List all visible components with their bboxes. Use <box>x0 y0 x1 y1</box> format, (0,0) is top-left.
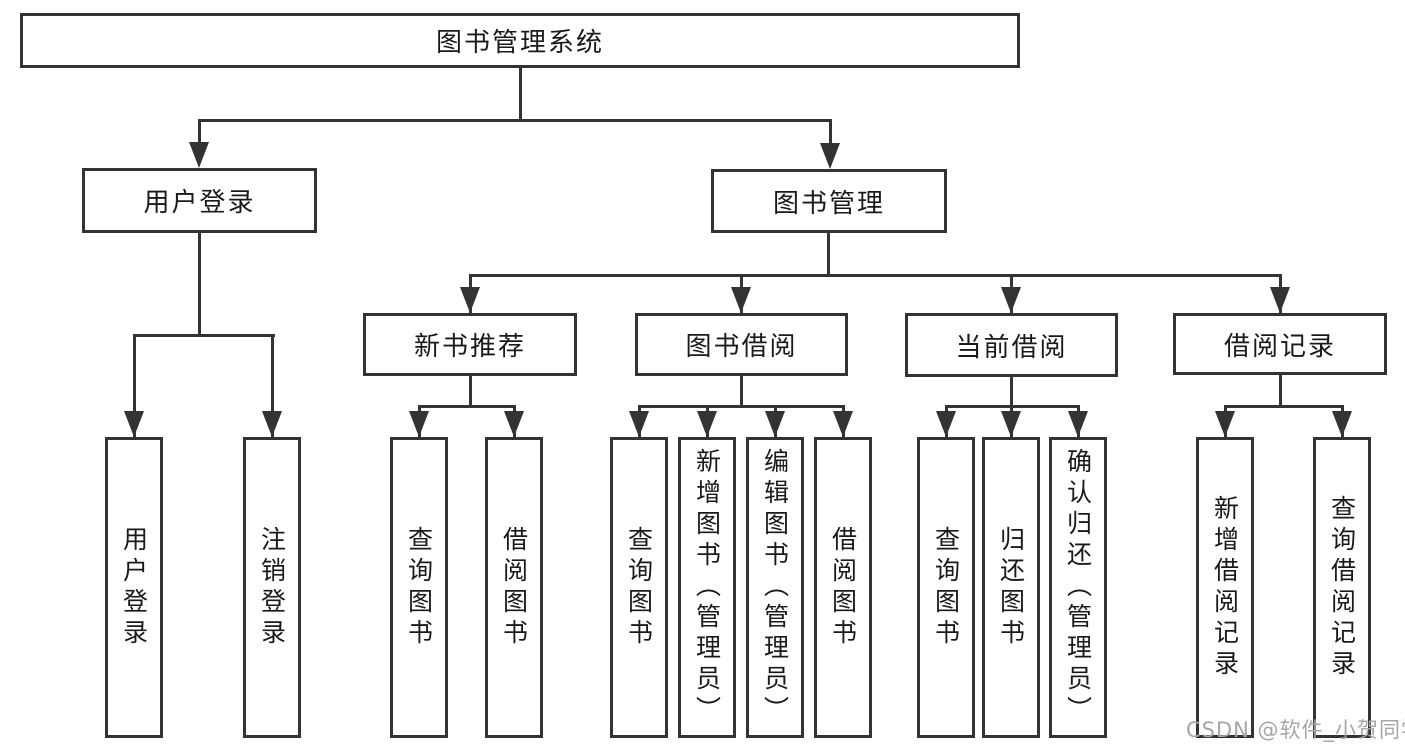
connector-line <box>638 405 845 408</box>
arrowhead <box>820 143 840 169</box>
node-label: 注销登录 <box>257 525 287 650</box>
node-leaf-borrow-books-borrowing: 借阅图书 <box>814 437 872 738</box>
node-label: 新增图书（管理员） <box>692 448 722 727</box>
connector-line <box>1224 405 1343 408</box>
arrowhead <box>731 287 751 313</box>
arrowhead <box>1270 287 1290 313</box>
node-borrowing-records: 借阅记录 <box>1173 313 1387 375</box>
node-label: 查询图书 <box>624 525 654 650</box>
node-leaf-query-borrow-record: 查询借阅记录 <box>1313 437 1371 738</box>
arrowhead <box>629 411 649 437</box>
node-label: 确认归还（管理员） <box>1063 448 1093 727</box>
connector-line <box>133 334 136 437</box>
connector-line <box>1010 377 1013 407</box>
node-label: 借阅图书 <box>828 525 858 650</box>
node-label: 查询借阅记录 <box>1327 494 1357 681</box>
node-user-login: 用户登录 <box>82 168 317 233</box>
arrowhead <box>833 411 853 437</box>
node-label: 新增借阅记录 <box>1210 494 1240 681</box>
arrowhead <box>1068 411 1088 437</box>
arrowhead <box>409 411 429 437</box>
arrowhead <box>1332 411 1352 437</box>
arrowhead <box>189 142 209 168</box>
connector-line <box>418 405 516 408</box>
node-leaf-add-borrow-record: 新增借阅记录 <box>1196 437 1254 738</box>
connector-line <box>198 119 831 122</box>
connector-line <box>469 274 1282 277</box>
connector-line <box>827 233 830 277</box>
connector-line <box>198 119 201 149</box>
node-leaf-query-books-recommend: 查询图书 <box>390 437 448 738</box>
node-label: 用户登录 <box>119 525 149 650</box>
arrowhead <box>124 411 144 437</box>
connector-line <box>1279 375 1282 407</box>
arrowhead <box>697 411 717 437</box>
node-library-management-system: 图书管理系统 <box>20 13 1020 68</box>
arrowhead <box>1001 287 1021 313</box>
connector-line <box>271 334 274 437</box>
arrowhead <box>765 411 785 437</box>
node-leaf-query-books-current: 查询图书 <box>917 437 975 738</box>
connector-line <box>469 376 472 407</box>
node-label: 借阅图书 <box>499 525 529 650</box>
node-book-management: 图书管理 <box>711 169 947 233</box>
arrowhead <box>504 411 524 437</box>
node-label: 查询图书 <box>931 525 961 650</box>
node-label: 查询图书 <box>404 525 434 650</box>
connector-line <box>198 233 201 336</box>
node-label: 编辑图书（管理员） <box>760 448 790 727</box>
arrowhead <box>1215 411 1235 437</box>
node-leaf-add-books-admin: 新增图书（管理员） <box>678 437 736 738</box>
node-leaf-return-books: 归还图书 <box>982 437 1040 738</box>
connector-line <box>740 376 743 407</box>
node-leaf-query-books-borrowing: 查询图书 <box>610 437 668 738</box>
node-label: 归还图书 <box>996 525 1026 650</box>
node-book-borrowing: 图书借阅 <box>635 313 848 376</box>
connector-line <box>519 68 522 120</box>
node-leaf-logout-login: 注销登录 <box>243 437 301 738</box>
node-leaf-confirm-return-admin: 确认归还（管理员） <box>1049 437 1107 738</box>
node-leaf-edit-books-admin: 编辑图书（管理员） <box>746 437 804 738</box>
arrowhead <box>936 411 956 437</box>
arrowhead <box>460 287 480 313</box>
connector-line <box>133 334 275 337</box>
arrowhead <box>1001 411 1021 437</box>
node-leaf-user-login: 用户登录 <box>105 437 163 738</box>
arrowhead <box>262 411 282 437</box>
connector-line <box>829 119 832 149</box>
node-new-book-recommendation: 新书推荐 <box>363 313 577 376</box>
node-current-borrowing: 当前借阅 <box>905 313 1118 377</box>
csdn-watermark: CSDN @软件_小贺同学 <box>1186 718 1405 742</box>
node-leaf-borrow-books-recommend: 借阅图书 <box>485 437 543 738</box>
